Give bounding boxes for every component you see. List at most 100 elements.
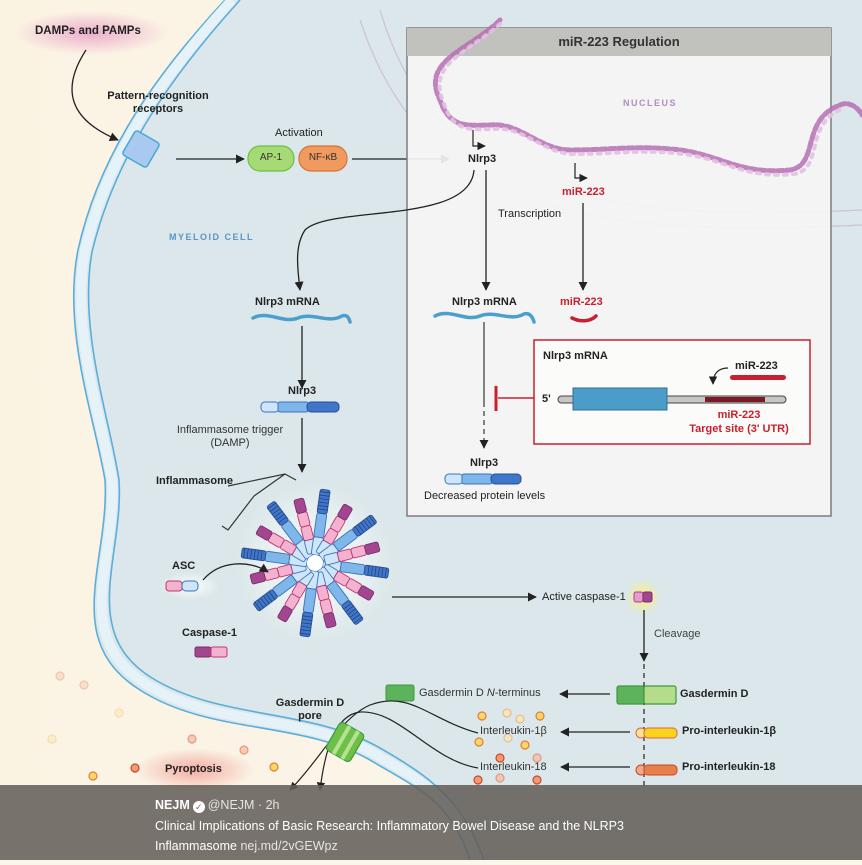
- tweet-header: NEJM✓@NEJM · 2h: [155, 798, 279, 813]
- cytokine-particle: [88, 771, 98, 781]
- ap1-pill: [247, 145, 295, 172]
- active-caspase1-molecule: [633, 591, 653, 603]
- cytokine-particle: [473, 775, 483, 785]
- cytokine-particle: [47, 734, 57, 744]
- cytokine-particle: [520, 740, 530, 750]
- myeloid-cell-label: MYELOID CELL: [169, 232, 254, 242]
- il1b-release-path: [289, 700, 479, 791]
- caspase1-molecule: [194, 646, 228, 658]
- cell-membrane-inner: [87, 0, 485, 861]
- receptor-label: Pattern-recognition receptors: [93, 90, 223, 116]
- inset-title: Nlrp3 mRNA: [543, 350, 608, 362]
- panel-mir223-label: miR-223: [560, 296, 603, 308]
- gasdermin-d-molecule: [616, 685, 677, 705]
- inflammasome-label: Inflammasome: [156, 475, 234, 487]
- activation-label: Activation: [275, 127, 323, 139]
- gasdermin-d-label: Gasdermin D: [680, 688, 749, 700]
- pro-il1b-label: Pro-interleukin-1β: [682, 725, 777, 737]
- nlrp3-spoke: [253, 564, 312, 612]
- cytokine-particles-intracellular: [473, 708, 545, 785]
- inset-binding-arrow: [708, 367, 729, 385]
- inflammasome-bracket: [221, 473, 297, 531]
- il18-label: Interleukin-18: [480, 761, 547, 773]
- asc-caspase-spoke: [321, 564, 375, 601]
- cytokine-particle: [495, 773, 505, 783]
- pro-il18-label: Pro-interleukin-18: [682, 761, 776, 773]
- nlrp3-tss-arrow: [472, 130, 486, 151]
- cleavage-label: Cleavage: [654, 628, 701, 640]
- asc-label: ASC: [172, 560, 196, 572]
- ap1-label: AP-1: [259, 152, 283, 163]
- tweet-separator: ·: [254, 798, 266, 812]
- tweet-link[interactable]: nej.md/2vGEWpz: [240, 839, 338, 853]
- panel-mrna-strand: [433, 311, 536, 324]
- active-caspase1-label: Active caspase-1: [542, 591, 626, 603]
- asc-caspase-spoke: [277, 569, 314, 623]
- damps-glow: [13, 11, 169, 55]
- inset-coding-region: [572, 387, 668, 411]
- cytokine-particle: [532, 753, 542, 763]
- cytoplasm-mrna-strand: [251, 313, 352, 324]
- tweet-caption-overlay[interactable]: NEJM✓@NEJM · 2h Clinical Implications of…: [0, 785, 862, 860]
- il18-release-path: [316, 711, 479, 791]
- damps-to-receptor-arrow: [71, 49, 119, 142]
- panel-mrna-label: Nlrp3 mRNA: [452, 296, 517, 308]
- caspase1-label: Caspase-1: [182, 627, 238, 639]
- panel-protein-label: Nlrp3: [470, 457, 499, 469]
- panel-nlrp3-protein: [444, 473, 522, 485]
- cytokine-particle: [79, 680, 89, 690]
- panel-mir223-fragment: [570, 314, 598, 323]
- gasdermin-n-terminus-label: Gasdermin D N-terminus: [419, 687, 541, 699]
- tweet-text-line2: Inflammasome nej.md/2vGEWpz: [155, 839, 338, 853]
- gasdermin-pore: [325, 722, 365, 762]
- pore-label-line1: Gasdermin D: [275, 697, 345, 709]
- trigger-label-line1: Inflammasome trigger: [176, 424, 284, 436]
- pore-label-line2: pore: [298, 710, 322, 722]
- cytokine-particle: [474, 737, 484, 747]
- tweet-author[interactable]: NEJM: [155, 798, 190, 812]
- target-site-line2: Target site (3' UTR): [689, 423, 789, 435]
- cytokine-particle: [130, 763, 140, 773]
- tweet-text-line1: Clinical Implications of Basic Research:…: [155, 819, 624, 833]
- asc-caspase-spoke: [249, 560, 307, 585]
- asc-caspase-spoke: [323, 541, 381, 566]
- inset-mir223-strand: [730, 375, 786, 380]
- inflammasome-core: [307, 555, 323, 571]
- receptor-label-line2: receptors: [132, 103, 184, 115]
- asc-molecule: [165, 580, 199, 592]
- asc-recruit-arrow: [202, 563, 269, 581]
- decreased-protein-label: Decreased protein levels: [424, 490, 546, 502]
- cytoplasm-nlrp3-protein: [260, 401, 340, 413]
- tweet-time[interactable]: 2h: [265, 798, 280, 812]
- nucleus-label: NUCLEUS: [623, 98, 678, 108]
- pyroptosis-label: Pyroptosis: [165, 763, 222, 775]
- inset-five-prime-label: 5': [542, 393, 551, 405]
- cell-membrane-outer: [72, 0, 471, 861]
- cytokine-particle: [495, 753, 505, 763]
- cytokine-particle: [114, 708, 124, 718]
- cytokine-particle: [515, 714, 525, 724]
- trigger-label-line2: (DAMP): [210, 437, 250, 449]
- mir223-tss-arrow: [574, 163, 588, 183]
- il1b-label: Interleukin-1β: [480, 725, 547, 737]
- cytokine-particle: [532, 775, 542, 785]
- tweet-text-line2-words: Inflammasome: [155, 839, 237, 853]
- target-site-line1: miR-223: [717, 409, 761, 421]
- gasdermin-n-suffix: -terminus: [494, 687, 541, 699]
- pro-il1b-molecule: [635, 727, 678, 739]
- pattern-recognition-receptor: [122, 130, 160, 168]
- nfkb-label: NF-κB: [308, 152, 338, 163]
- nfkb-pill: [298, 145, 348, 172]
- pore-label: Gasdermin D pore: [265, 697, 355, 723]
- cytoplasm-mrna-label: Nlrp3 mRNA: [255, 296, 320, 308]
- tweet-handle[interactable]: @NEJM: [207, 798, 255, 812]
- cytokine-particle: [187, 734, 197, 744]
- cytokine-particle: [535, 711, 545, 721]
- inflammasome-complex: [240, 488, 390, 638]
- cytokine-particles-extracellular: [47, 671, 279, 781]
- nlrp3-gene-label: Nlrp3: [468, 153, 497, 165]
- pro-il18-molecule: [635, 764, 678, 776]
- gasdermin-n-prefix: Gasdermin D: [419, 687, 487, 699]
- gasdermin-n-italic: N: [486, 687, 495, 699]
